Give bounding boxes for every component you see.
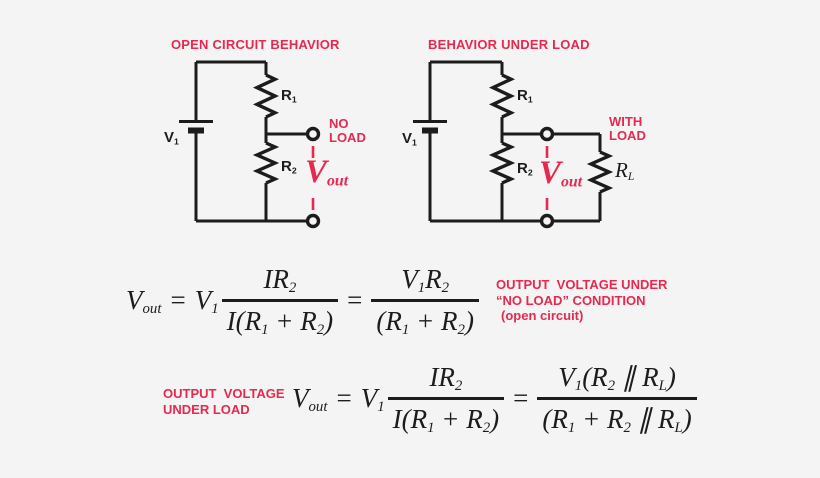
output-terminal-top-icon	[539, 126, 555, 142]
resistor-rl-label: RL	[615, 158, 635, 183]
resistor-r2-label: R2	[281, 158, 297, 176]
vout-subscript: out	[327, 172, 349, 190]
output-terminal-bottom-icon	[305, 213, 321, 229]
resistor-r1-icon	[252, 73, 280, 119]
v1-subscript: 1	[412, 137, 417, 148]
under-load-title: BEHAVIOR UNDER LOAD	[428, 37, 590, 52]
eq-lhs: Vout	[292, 382, 328, 415]
vout-label: Vout	[305, 154, 349, 190]
resistor-r1-icon	[488, 73, 516, 119]
source-v1-label: V1	[402, 130, 417, 148]
under-load-schematic	[413, 60, 614, 229]
open-circuit-schematic	[179, 60, 321, 229]
fraction-simplified: V1R2 (R1 + R2)	[371, 264, 479, 337]
source-v1-label: V1	[164, 129, 179, 147]
wires	[428, 60, 602, 223]
equals-sign: =	[170, 284, 186, 315]
fraction-bar	[371, 299, 479, 302]
equation-no-load: Vout = V1 IR2 I(R1 + R2) = V1R2 (R1 + R2…	[126, 264, 479, 337]
resistor-r2-label: R2	[517, 160, 533, 178]
r1-subscript: 1	[291, 94, 297, 105]
open-circuit-title: OPEN CIRCUIT BEHAVIOR	[171, 37, 340, 52]
resistor-r1-label: R1	[281, 87, 297, 105]
wires	[194, 60, 307, 223]
fraction-current-form: IR2 I(R1 + R2)	[387, 362, 505, 435]
output-terminal-bottom-icon	[539, 213, 555, 229]
fraction-bar	[537, 397, 697, 400]
r2-subscript: 2	[291, 165, 297, 176]
with-load-note: WITH LOAD	[609, 114, 646, 143]
vout-label: Vout	[539, 155, 583, 191]
r1-subscript: 1	[527, 94, 533, 105]
fraction-bar	[387, 397, 505, 400]
equation-under-load: Vout = V1 IR2 I(R1 + R2) = V1(R2 ∥ RL) (…	[292, 362, 697, 435]
equals-sign: =	[513, 382, 529, 413]
equals-sign: =	[347, 284, 363, 315]
fraction-bar	[221, 299, 339, 302]
r2-subscript: 2	[527, 167, 533, 178]
resistor-r2-icon	[488, 141, 516, 185]
eq-lhs: Vout	[126, 284, 162, 317]
v1-subscript: 1	[174, 136, 179, 147]
resistor-r1-label: R1	[517, 87, 533, 105]
output-terminal-top-icon	[305, 126, 321, 142]
equals-sign: =	[336, 382, 352, 413]
fraction-parallel-form: V1(R2 ∥ RL) (R1 + R2 ∥ RL)	[537, 362, 697, 435]
rl-subscript: L	[627, 170, 635, 183]
resistor-rl-icon	[586, 150, 614, 194]
under-load-equation-label: OUTPUT VOLTAGE UNDER LOAD	[163, 386, 285, 417]
resistor-r2-icon	[252, 141, 280, 185]
no-load-note: NO LOAD	[329, 116, 366, 145]
eq-coefficient: V1	[360, 382, 385, 415]
vout-subscript: out	[561, 173, 583, 191]
no-load-equation-note: OUTPUT VOLTAGE UNDER “NO LOAD” CONDITION…	[496, 277, 668, 323]
eq-coefficient: V1	[194, 284, 219, 317]
fraction-current-form: IR2 I(R1 + R2)	[221, 264, 339, 337]
